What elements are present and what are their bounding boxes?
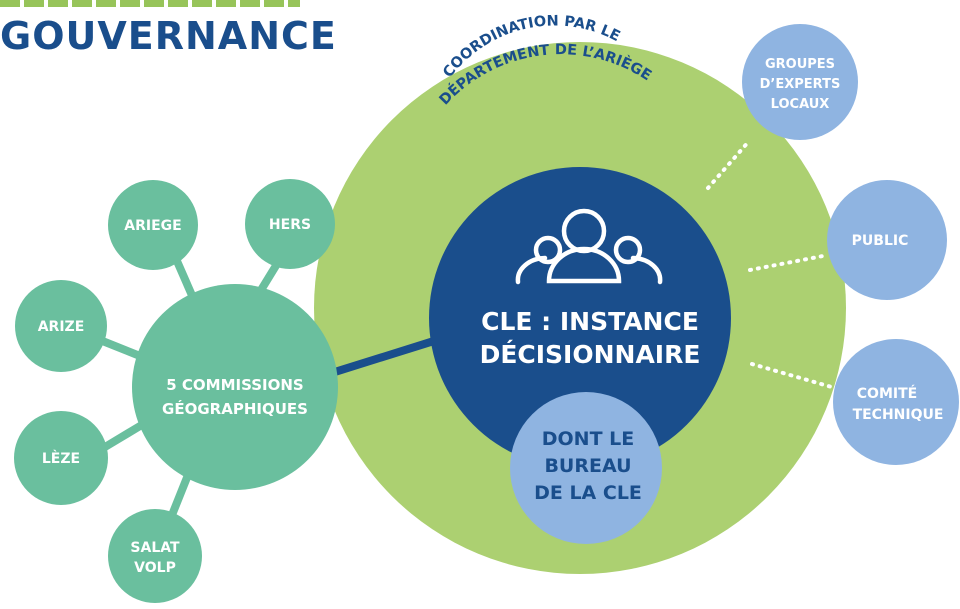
bureau-line2: BUREAU bbox=[544, 455, 631, 477]
commission-leze-circle bbox=[14, 411, 108, 505]
bureau-circle bbox=[510, 392, 662, 544]
experts-comite-line1: COMITÉ bbox=[857, 385, 917, 402]
commissions-line1: 5 COMMISSIONS bbox=[166, 376, 303, 394]
bureau-line1: DONT LE bbox=[542, 428, 635, 450]
experts-groupes-circle bbox=[742, 24, 858, 140]
experts-comite-circle bbox=[833, 339, 959, 465]
experts-groupes-line1: GROUPES bbox=[765, 57, 835, 72]
commission-salat-volp-circle bbox=[108, 509, 202, 603]
commission-arize-circle bbox=[15, 280, 107, 372]
commission-ariege-circle bbox=[108, 180, 198, 270]
experts-groupes-line3: LOCAUX bbox=[771, 97, 830, 112]
commission-hers-label: HERS bbox=[269, 217, 311, 233]
commissions-circle bbox=[132, 284, 338, 490]
bureau-line3: DE LA CLE bbox=[534, 482, 642, 504]
experts-comite-line2: TECHNIQUE bbox=[853, 407, 944, 423]
experts-public-label: PUBLIC bbox=[852, 233, 909, 249]
people-group-icon bbox=[515, 208, 663, 285]
commission-arize-label: ARIZE bbox=[38, 319, 85, 335]
cle-title-line1: CLE : INSTANCE bbox=[481, 307, 699, 336]
commission-salat-volp-line1: SALAT bbox=[130, 540, 180, 556]
title-decoration-bar bbox=[0, 0, 300, 7]
experts-groupes-line2: D’EXPERTS bbox=[760, 77, 841, 92]
commission-leze-label: LÈZE bbox=[42, 450, 80, 467]
commissions-line2: GÉOGRAPHIQUES bbox=[162, 399, 308, 418]
expert-links bbox=[706, 138, 837, 390]
commissions-cle-connector bbox=[320, 336, 439, 380]
cle-title-line2: DÉCISIONNAIRE bbox=[480, 340, 701, 369]
commission-hers-circle bbox=[245, 179, 335, 269]
cle-circle bbox=[429, 167, 731, 469]
commission-salat-volp-line2: VOLP bbox=[134, 560, 176, 576]
commission-ariege-label: ARIEGE bbox=[124, 218, 181, 234]
experts-public-circle bbox=[827, 180, 947, 300]
page-title: GOUVERNANCE bbox=[0, 14, 337, 58]
